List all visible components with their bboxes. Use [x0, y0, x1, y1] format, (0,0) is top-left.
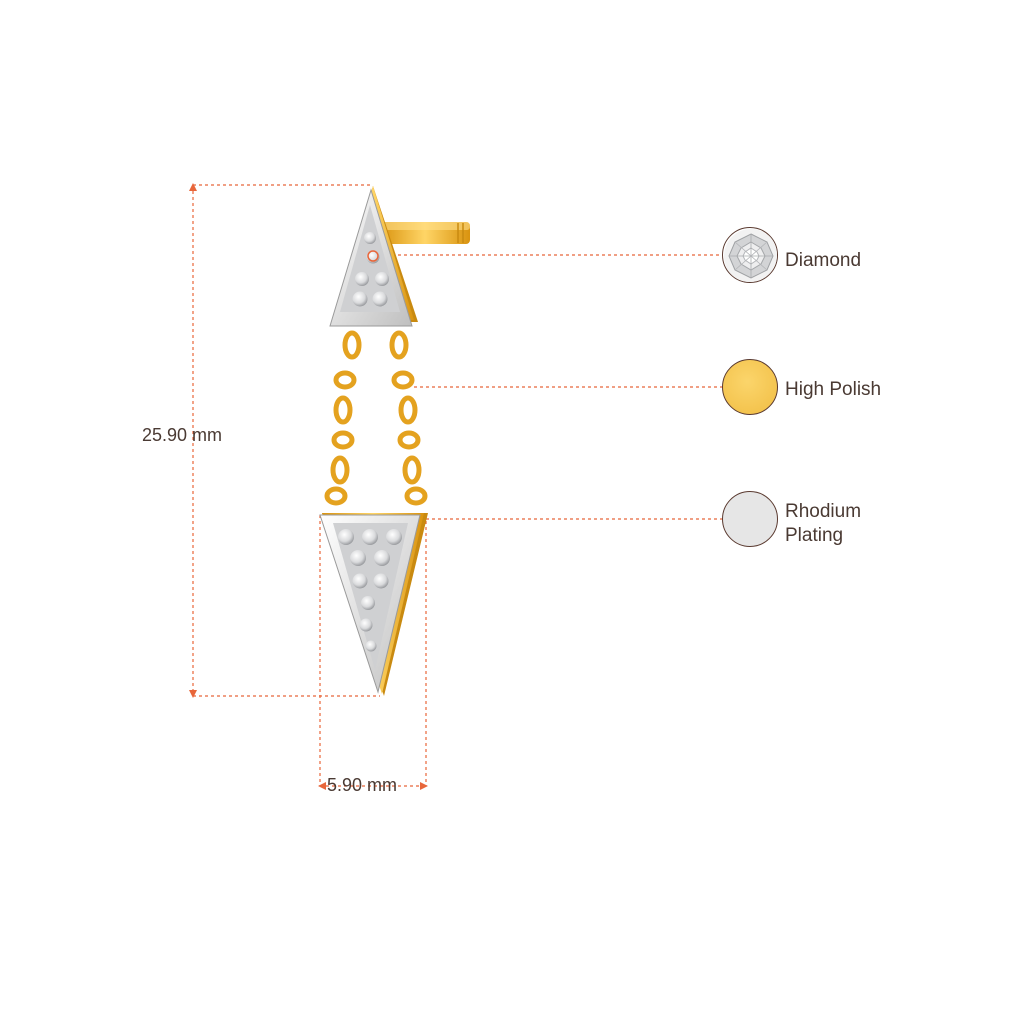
diamond-callout-marker	[367, 250, 379, 262]
rhodium-label-line1: Rhodium	[785, 501, 862, 522]
chains	[324, 330, 428, 506]
height-arrow-top	[189, 183, 197, 191]
diamond-label: Diamond	[785, 250, 862, 271]
height-arrow-bottom	[189, 690, 197, 698]
high-polish-label: High Polish	[785, 379, 882, 400]
width-arrow-right	[420, 782, 428, 790]
width-dimension-label: 5.90 mm	[327, 775, 398, 795]
dimension-arrowheads	[189, 183, 428, 790]
diamond-icon	[724, 229, 777, 282]
bottom-pave-stones	[338, 529, 402, 652]
top-triangle-charm	[329, 186, 418, 327]
high-polish-swatch	[722, 359, 778, 415]
width-arrow-left	[318, 782, 326, 790]
rhodium-plating-swatch	[722, 491, 778, 547]
rhodium-plating-label: Rhodium Plating	[785, 500, 861, 548]
diamond-swatch	[722, 227, 778, 283]
earring-post	[380, 222, 470, 244]
bottom-triangle-charm	[319, 513, 428, 696]
rhodium-label-line2: Plating	[785, 525, 844, 546]
height-dimension-label: 25.90 mm	[142, 425, 223, 445]
dimension-guides	[192, 184, 722, 787]
